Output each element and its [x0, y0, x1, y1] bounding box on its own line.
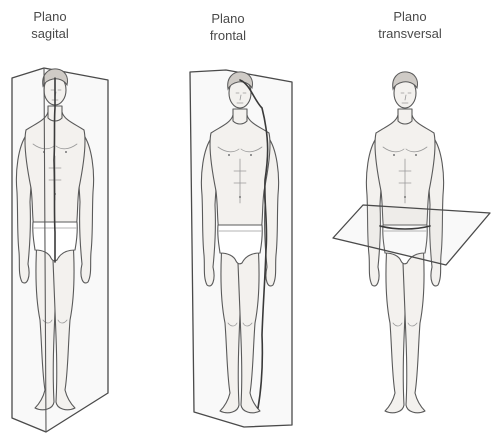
figure-sagittal — [12, 68, 108, 432]
figure-frontal — [190, 70, 292, 427]
figure-transverse — [333, 72, 490, 413]
transverse-plane — [333, 205, 490, 265]
